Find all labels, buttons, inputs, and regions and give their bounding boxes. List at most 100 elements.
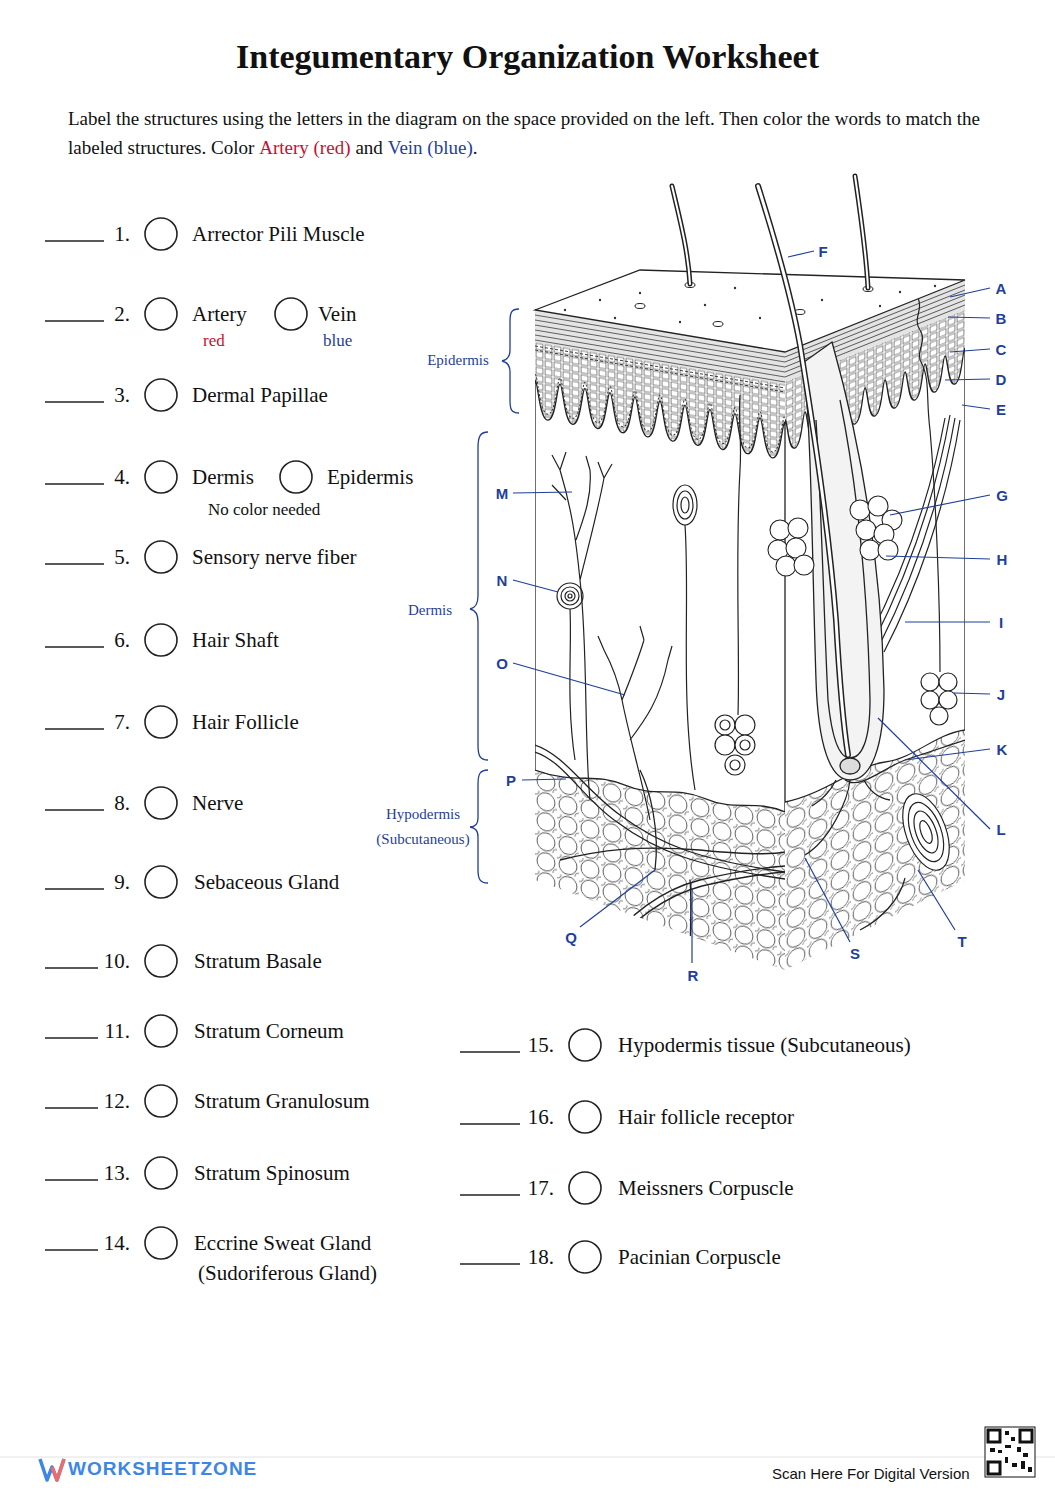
surface-dot — [759, 317, 761, 319]
sweat-coil — [735, 735, 755, 755]
brace — [470, 432, 488, 760]
sweat-coil — [740, 740, 750, 750]
right-structures — [805, 298, 965, 930]
leader-line — [950, 288, 990, 297]
hair — [855, 176, 868, 288]
sebaceous-lobule — [770, 520, 790, 540]
sebaceous-lobule — [794, 555, 814, 575]
item-number: 11. — [105, 1019, 130, 1044]
pacinian-corpuscle — [894, 788, 959, 877]
item-number: 13. — [104, 1161, 130, 1186]
brand-name: WORKSHEETZONE — [68, 1458, 257, 1480]
corpuscle — [673, 485, 697, 525]
qr-frame — [985, 1427, 1035, 1477]
instruction-text: . — [473, 137, 478, 158]
item-label: Nerve — [192, 791, 243, 816]
item-label: Hair Follicle — [192, 710, 299, 735]
corpuscle — [677, 491, 693, 519]
item-label: Vein — [318, 302, 357, 327]
layer-label: Hypodermis — [386, 806, 460, 823]
stratum-granulosum — [535, 346, 785, 392]
leader-line — [788, 251, 814, 257]
item-number: 12. — [104, 1089, 130, 1114]
item-label: Meissners Corpuscle — [618, 1176, 794, 1201]
meissner-corpuscle — [557, 583, 583, 609]
sebaceous-glands — [768, 496, 902, 576]
right-layers — [785, 280, 965, 1017]
item-label: Hypodermis tissue (Subcutaneous) — [618, 1033, 911, 1058]
blood-vessels — [535, 745, 785, 960]
color-circle — [569, 1172, 601, 1204]
callout-letter: F — [818, 243, 827, 260]
leader-line — [954, 693, 990, 694]
item-number: 3. — [114, 383, 130, 408]
skin-surface — [535, 270, 965, 352]
item-number: 17. — [528, 1176, 554, 1201]
hair-bulb — [840, 758, 860, 774]
leader-line — [945, 379, 990, 380]
dermis-region — [535, 380, 785, 814]
color-circle — [145, 624, 177, 656]
color-circle — [145, 461, 177, 493]
layer-label: (Subcutaneous) — [376, 831, 469, 848]
pacinian-layer — [917, 819, 935, 845]
leader-line — [948, 317, 990, 318]
front-face — [535, 310, 785, 1007]
answer-blank — [460, 1194, 520, 1195]
color-circle — [275, 298, 307, 330]
answer-blank — [45, 728, 104, 729]
item-label: Epidermis — [327, 465, 413, 490]
answer-blank — [45, 563, 104, 564]
color-circles — [145, 218, 601, 1273]
callout-letter: L — [996, 821, 1005, 838]
item-number: 4. — [114, 465, 130, 490]
item-label: Sebaceous Gland — [194, 870, 339, 895]
sweat-duct — [738, 395, 741, 715]
leader-line — [918, 870, 955, 930]
leader-line — [522, 779, 566, 780]
color-circle — [145, 1227, 177, 1259]
front-sweat-gland — [715, 395, 755, 775]
surface-dot — [734, 287, 736, 289]
item-label: Pacinian Corpuscle — [618, 1245, 781, 1270]
pacinian-layer — [909, 808, 943, 856]
callout-letter: P — [506, 772, 516, 789]
color-circle — [145, 1085, 177, 1117]
pacinian-layer — [894, 788, 959, 877]
instruction-paragraph: Label the structures using the letters i… — [68, 104, 980, 162]
surface-dot — [679, 321, 681, 323]
instruction-text: Label the structures using the letters i… — [68, 108, 980, 158]
leader-line — [691, 890, 692, 963]
color-circle — [145, 866, 177, 898]
item-label: Stratum Basale — [194, 949, 322, 974]
sweat-coil — [715, 735, 735, 755]
sweat-coil — [725, 755, 745, 775]
surface-dot — [821, 299, 823, 301]
item-number: 1. — [114, 222, 130, 247]
callout-letter: K — [997, 741, 1008, 758]
callout-letter: R — [688, 967, 699, 984]
item-number: 14. — [104, 1231, 130, 1256]
item-number: 5. — [114, 545, 130, 570]
surface-dot — [879, 305, 881, 307]
leader-line — [962, 405, 990, 409]
answer-blank — [460, 1263, 520, 1264]
leader-line — [580, 870, 655, 927]
item-label: Stratum Spinosum — [194, 1161, 350, 1186]
color-circle — [569, 1241, 601, 1273]
leader-line — [905, 749, 990, 760]
qr-marker — [1020, 1430, 1032, 1442]
callout-letter: M — [496, 485, 509, 502]
sebaceous-lobule — [788, 518, 808, 538]
answer-blank — [460, 1123, 520, 1124]
answer-blank — [45, 888, 104, 889]
leader-line — [805, 858, 850, 942]
item-label: (Sudoriferous Gland) — [198, 1261, 377, 1286]
color-circle — [145, 1157, 177, 1189]
item-label: Stratum Granulosum — [194, 1089, 370, 1114]
item-label: Hair follicle receptor — [618, 1105, 794, 1130]
sebaceous-lobule — [878, 540, 898, 560]
sweat-coil — [715, 715, 735, 735]
surface-dot — [704, 304, 706, 306]
